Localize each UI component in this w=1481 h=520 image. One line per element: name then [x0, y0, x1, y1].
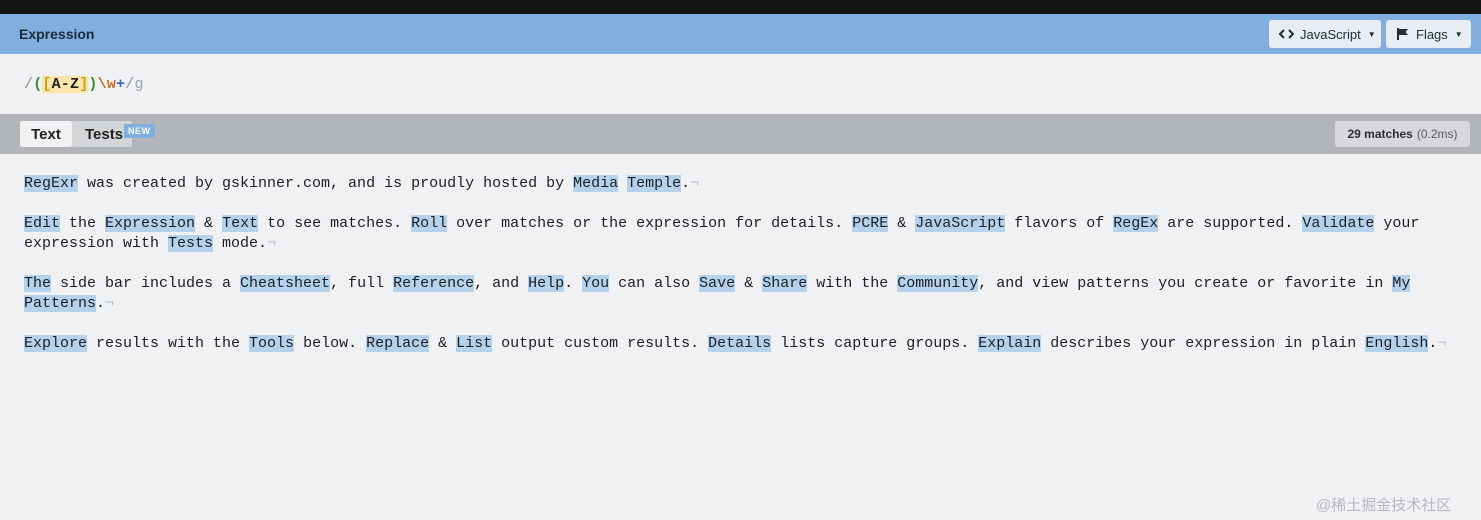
match-highlight[interactable]: List	[456, 335, 493, 352]
quantifier: +	[116, 76, 126, 93]
set-range: A-Z	[51, 76, 80, 93]
match-highlight[interactable]: Share	[762, 275, 808, 292]
watermark: @稀土掘金技术社区	[1316, 497, 1452, 514]
window-top-strip	[0, 0, 1481, 14]
flags-button[interactable]: Flags ▼	[1386, 20, 1471, 48]
match-highlight[interactable]: Tests	[168, 235, 214, 252]
match-highlight[interactable]: English	[1365, 335, 1429, 352]
match-count: 29 matches	[1347, 127, 1413, 141]
tab-tests[interactable]: Tests	[72, 121, 132, 147]
text-line-1: RegExr was created by gskinner.com, and …	[24, 175, 700, 192]
match-highlight[interactable]: Details	[708, 335, 772, 352]
match-highlight[interactable]: RegExr	[24, 175, 79, 192]
group-open: (	[33, 76, 43, 93]
group-close: )	[88, 76, 98, 93]
match-highlight[interactable]: Community	[897, 275, 979, 292]
language-label: JavaScript	[1300, 26, 1361, 42]
match-timing: (0.2ms)	[1416, 127, 1458, 141]
text-line-2: Edit the Expression & Text to see matche…	[24, 215, 1420, 252]
text-line-4: Explore results with the Tools below. Re…	[24, 335, 1447, 352]
match-highlight[interactable]: Explain	[978, 335, 1042, 352]
match-highlight[interactable]: Expression	[105, 215, 196, 232]
set-close: ]	[79, 76, 89, 93]
match-highlight[interactable]: Text	[222, 215, 259, 232]
new-badge: NEW	[124, 124, 155, 138]
match-highlight[interactable]: My	[1392, 275, 1411, 292]
match-count-badge: 29 matches (0.2ms)	[1335, 121, 1470, 147]
match-highlight[interactable]: Save	[699, 275, 736, 292]
text-line-3: The side bar includes a Cheatsheet, full…	[24, 275, 1411, 312]
match-highlight[interactable]: Reference	[393, 275, 475, 292]
code-icon	[1279, 28, 1294, 40]
match-highlight[interactable]: The	[24, 275, 52, 292]
caret-down-icon: ▼	[1454, 29, 1463, 39]
expression-editor[interactable]: /([A-Z])\w+/g	[0, 54, 1481, 114]
match-highlight[interactable]: Tools	[249, 335, 295, 352]
tab-text[interactable]: Text	[20, 121, 72, 147]
text-tab-bar: Text Tests NEW 29 matches (0.2ms)	[0, 114, 1481, 154]
match-highlight[interactable]: You	[582, 275, 610, 292]
line-break-marker: ¬	[267, 235, 277, 252]
match-highlight[interactable]: JavaScript	[915, 215, 1006, 232]
match-highlight[interactable]: Edit	[24, 215, 61, 232]
line-break-marker: ¬	[690, 175, 700, 192]
match-highlight[interactable]: RegEx	[1113, 215, 1159, 232]
expression-open-delimiter: /	[24, 76, 34, 93]
flag-icon	[1396, 27, 1410, 41]
expression-flags: g	[134, 76, 144, 93]
expression-header: Expression JavaScript ▼ Flags ▼	[0, 14, 1481, 54]
line-break-marker: ¬	[105, 295, 115, 312]
language-button[interactable]: JavaScript ▼	[1269, 20, 1381, 48]
match-highlight[interactable]: Media	[573, 175, 619, 192]
text-editor[interactable]: RegExr was created by gskinner.com, and …	[24, 174, 1469, 374]
match-highlight[interactable]: PCRE	[852, 215, 889, 232]
expression-text[interactable]: /([A-Z])\w+/g	[24, 76, 144, 93]
match-highlight[interactable]: Roll	[411, 215, 448, 232]
line-break-marker: ¬	[1437, 335, 1447, 352]
match-highlight[interactable]: Validate	[1302, 215, 1375, 232]
expression-close-delimiter: /	[125, 76, 135, 93]
match-highlight[interactable]: Temple	[627, 175, 682, 192]
match-highlight[interactable]: Cheatsheet	[240, 275, 331, 292]
match-highlight[interactable]: Patterns	[24, 295, 97, 312]
set-open: [	[42, 76, 52, 93]
match-highlight[interactable]: Replace	[366, 335, 430, 352]
expression-title: Expression	[19, 26, 95, 42]
flags-label: Flags	[1416, 26, 1448, 42]
caret-down-icon: ▼	[1367, 29, 1376, 39]
match-highlight[interactable]: Help	[528, 275, 565, 292]
word-escape: \w	[97, 76, 117, 93]
match-highlight[interactable]: Explore	[24, 335, 88, 352]
